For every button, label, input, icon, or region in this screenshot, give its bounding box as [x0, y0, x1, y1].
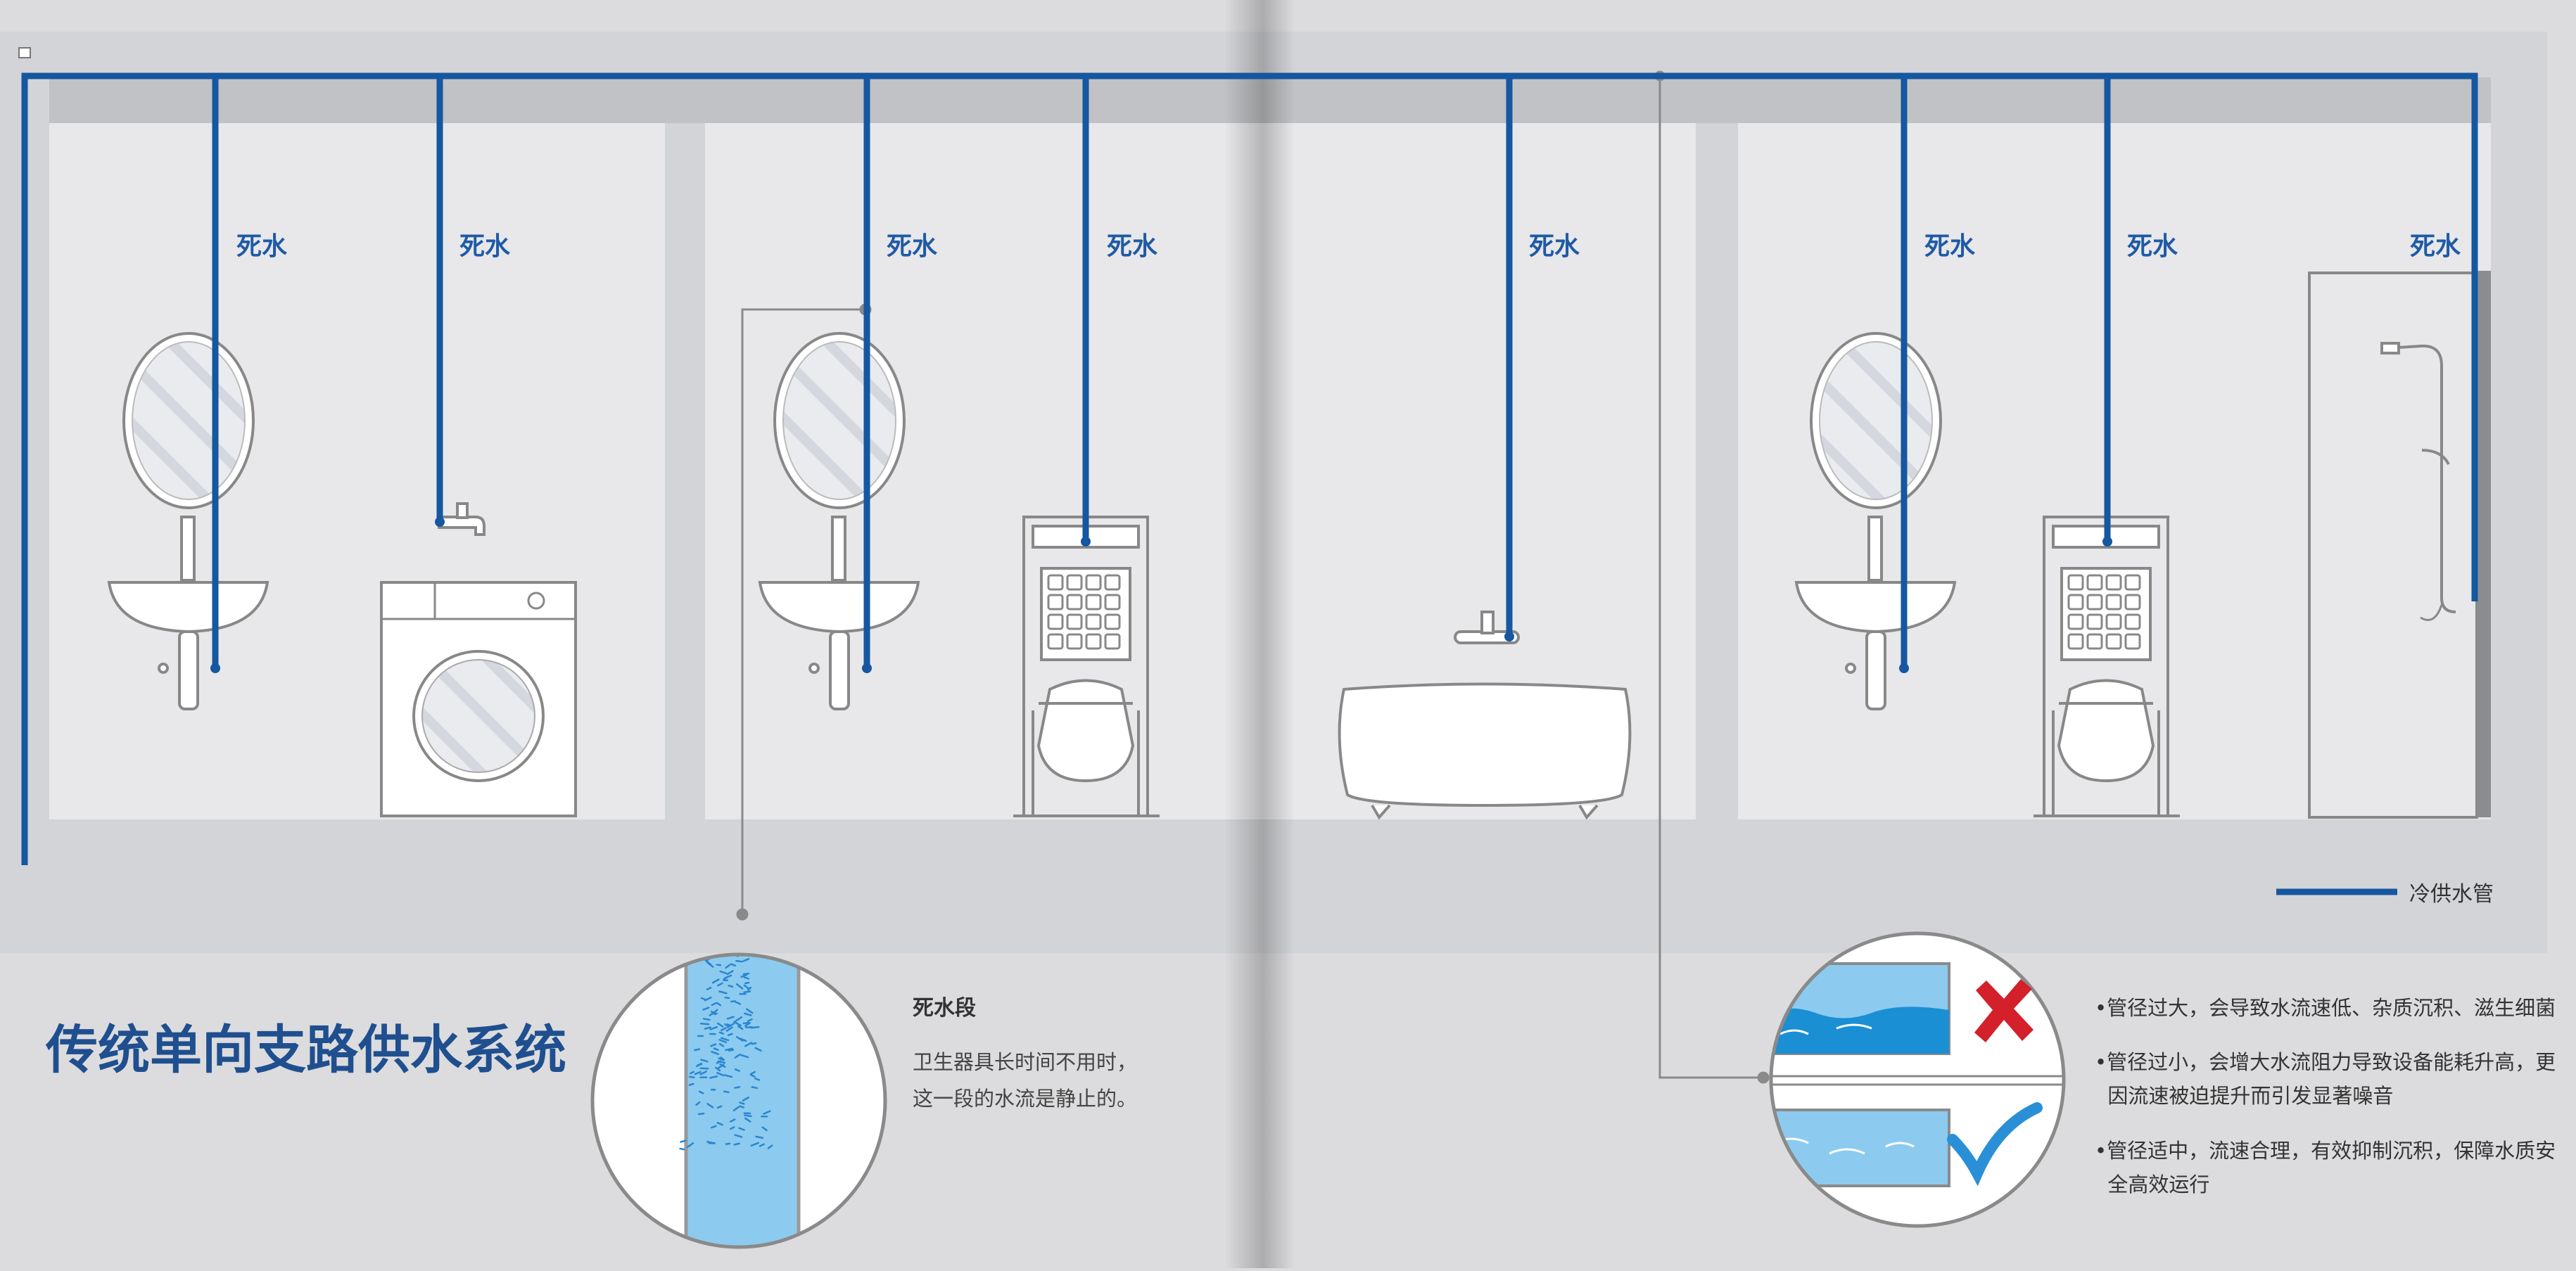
flush-plate-cell [1048, 595, 1062, 609]
pipe-end [2102, 537, 2112, 547]
flush-plate-cell [2126, 634, 2140, 649]
pipe-end [1081, 537, 1091, 547]
flush-plate-cell [1048, 575, 1062, 589]
bullet-3-line-2: 全高效运行 [2095, 1173, 2209, 1196]
book-fold-shadow [1224, 0, 1295, 1268]
dead-water-label: 死水 [1924, 232, 1976, 261]
sediment-particle [690, 1084, 694, 1085]
flush-plate-cell [2088, 634, 2102, 649]
flush-plate-cell [2126, 575, 2140, 589]
flush-plate-cell [2069, 595, 2083, 609]
sediment-particle [717, 964, 721, 965]
sediment-particle [699, 1113, 704, 1114]
flush-plate-cell [2107, 615, 2121, 629]
dead-water-label: 死水 [1107, 232, 1158, 261]
flush-plate-cell [1086, 575, 1100, 589]
flush-plate-cell [1048, 615, 1062, 629]
pipe-end [210, 663, 220, 673]
sediment-particle [725, 997, 729, 998]
dead-water-label: 死水 [887, 232, 938, 261]
sediment-particle [690, 1077, 694, 1078]
pipe-end [862, 663, 872, 673]
callout-line-2: 这一段的水流是静止的。 [913, 1087, 1137, 1111]
sediment-particle [740, 1106, 743, 1108]
sediment-particle [694, 1049, 699, 1050]
sediment-particle [735, 1144, 740, 1145]
bullet-1-line-1: •管径过大，会导致水流速低、杂质沉积、滋生细菌 [2095, 996, 2556, 1020]
flush-plate-cell [1086, 595, 1100, 609]
flush-plate-cell [2069, 575, 2083, 589]
flush-plate-cell [1048, 634, 1062, 649]
bathtub-icon [1340, 684, 1630, 818]
flush-plate-cell [2069, 634, 2083, 649]
washing-machine-icon [381, 582, 576, 816]
sediment-particle [704, 1018, 709, 1020]
callout-line-1: 卫生器具长时间不用时， [913, 1050, 1137, 1074]
sediment-particle [752, 1043, 756, 1044]
flush-plate-cell [1067, 634, 1081, 649]
bullet-2-line-2: 因流速被迫提升而引发显著噪音 [2095, 1084, 2393, 1108]
sediment-particle [729, 985, 733, 987]
flush-plate-cell [2088, 615, 2102, 629]
dead-water-label: 死水 [1529, 232, 1580, 261]
sediment-particle [720, 1033, 723, 1034]
diagram-title: 传统单向支路供水系统 [45, 1020, 566, 1080]
flush-plate-cell [1105, 615, 1119, 629]
flush-plate-cell [2126, 615, 2140, 629]
dead-water-label: 死水 [2127, 232, 2178, 261]
flush-plate-cell [1105, 575, 1119, 589]
pipe-end [1899, 663, 1909, 673]
sediment-particle [751, 1027, 759, 1028]
flush-plate-cell [2126, 595, 2140, 609]
flush-plate-cell [1067, 615, 1081, 629]
flush-plate-cell [1105, 595, 1119, 609]
inlet-valve-icon [19, 48, 30, 58]
bullet-2-line-1: •管径过小，会增大水流阻力导致设备能耗升高，更 [2095, 1050, 2556, 1074]
sediment-particle [702, 998, 705, 999]
sediment-particle [736, 961, 742, 962]
bullet-3-line-1: •管径适中，流速合理，有效抑制沉积，保障水质安 [2095, 1139, 2556, 1163]
flush-plate-cell [1086, 615, 1100, 629]
legend-label: 冷供水管 [2409, 882, 2494, 907]
flush-plate-cell [1086, 634, 1100, 649]
callout-heading: 死水段 [913, 996, 976, 1021]
flush-plate-cell [1105, 634, 1119, 649]
flush-plate-cell [2107, 595, 2121, 609]
mirror-icon [1811, 333, 1941, 508]
flush-plate-cell [1067, 575, 1081, 589]
dead-water-label: 死水 [459, 232, 511, 261]
sediment-particle [701, 1023, 709, 1024]
dead-water-label: 死水 [236, 232, 288, 261]
dead-water-label: 死水 [2410, 232, 2461, 261]
mirror-icon [775, 333, 904, 508]
flush-plate-cell [2107, 575, 2121, 589]
flush-plate-cell [2069, 615, 2083, 629]
sediment-particle [680, 1141, 685, 1142]
mirror-icon [124, 333, 253, 508]
flush-plate-cell [1067, 595, 1081, 609]
flush-plate-cell [2088, 575, 2102, 589]
flush-plate-cell [2088, 595, 2102, 609]
pipe-end [1504, 632, 1514, 641]
pipe-end [435, 517, 445, 527]
sediment-particle [744, 973, 749, 974]
sediment-particle [752, 1087, 757, 1088]
flush-plate-cell [2107, 634, 2121, 649]
sediment-particle [698, 1064, 702, 1065]
